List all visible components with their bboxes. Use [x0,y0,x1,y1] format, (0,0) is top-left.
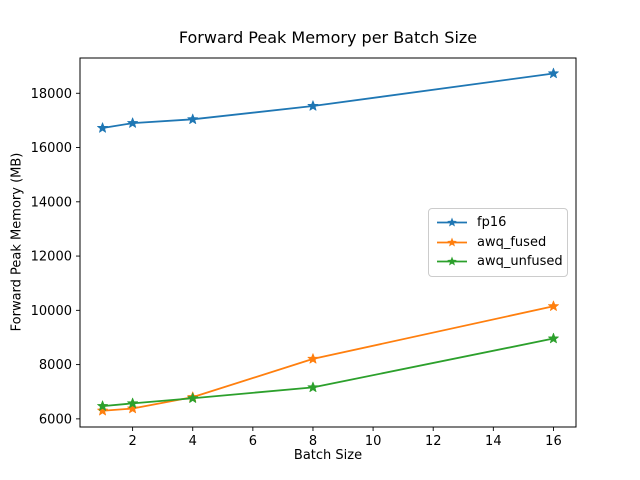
legend-item-awq_unfused: awq_unfused [436,252,563,272]
x-tick-label: 10 [365,434,382,449]
x-tick-label: 14 [485,434,502,449]
data-point-star-awq_fused [127,402,139,414]
y-tick-label: 14000 [31,195,72,210]
series-line-awq_unfused [101,337,555,408]
x-tick-label: 8 [309,434,317,449]
y-tick-label: 8000 [39,358,72,373]
y-tick-label: 12000 [31,250,72,265]
y-tick-label: 6000 [39,412,72,427]
legend-item-fp16: fp16 [436,213,560,233]
y-tick-label: 18000 [31,87,72,102]
data-point-star-fp16 [548,67,559,79]
data-point-star-fp16 [127,117,139,128]
data-point-star-fp16 [97,122,108,133]
legend-label-fp16: fp16 [477,215,507,231]
legend-label-awq_fused: awq_fused [477,234,547,250]
data-point-star-fp16 [187,113,199,124]
x-tick-label: 12 [425,434,442,449]
legend-star-icon [447,256,457,266]
legend: fp16 awq_fused awq_unfused [428,208,568,277]
data-point-star-awq_unfused [307,381,319,393]
series-line-fp16 [101,72,555,129]
legend-label-awq_unfused: awq_unfused [477,254,563,270]
data-point-star-awq_fused [307,353,319,364]
x-tick-label: 16 [545,434,562,449]
legend-star-icon [447,237,457,247]
x-tick-label: 6 [249,434,257,449]
x-tick-label: 2 [128,434,136,449]
data-point-star-fp16 [307,100,319,111]
data-point-star-awq_unfused [97,400,108,411]
chart-title: Forward Peak Memory per Batch Size [178,28,478,47]
y-tick-label: 10000 [31,304,72,319]
data-point-star-awq_fused [97,405,108,416]
legend-item-awq_fused: awq_fused [436,233,560,253]
data-point-star-awq_fused [548,300,559,311]
data-point-star-awq_unfused [127,397,139,409]
data-point-star-awq_unfused [548,332,559,344]
x-tick-label: 4 [189,434,197,449]
legend-star-icon [447,217,457,227]
data-point-star-awq_unfused [187,392,199,403]
legend-line-sample-awq_unfused [437,256,467,266]
legend-line-sample-awq_fused [437,237,467,247]
x-axis-label: Batch Size [293,448,363,463]
axes-frame [79,57,577,428]
legend-line-sample-fp16 [437,217,467,227]
series-line-awq_fused [101,305,555,412]
y-tick-label: 16000 [31,141,72,156]
